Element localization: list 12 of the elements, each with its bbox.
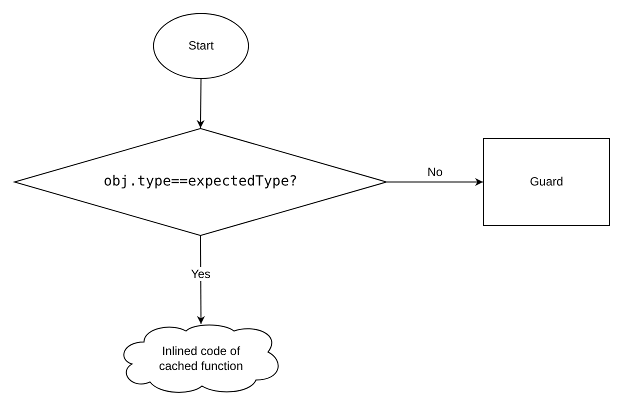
arrow	[196, 236, 205, 324]
decision-diamond	[14, 128, 387, 236]
arrow	[386, 178, 484, 186]
node-label: Guard	[528, 174, 564, 190]
start-ellipse	[153, 13, 249, 79]
node-label: obj.type==expectedType?	[102, 173, 298, 191]
edge-label: Yes	[190, 267, 212, 281]
process-box	[483, 138, 610, 226]
edge-label: No	[426, 165, 444, 179]
node-label: Inlined code of cached function	[158, 344, 244, 374]
arrow	[196, 78, 205, 128]
node-label: Start	[187, 38, 215, 54]
